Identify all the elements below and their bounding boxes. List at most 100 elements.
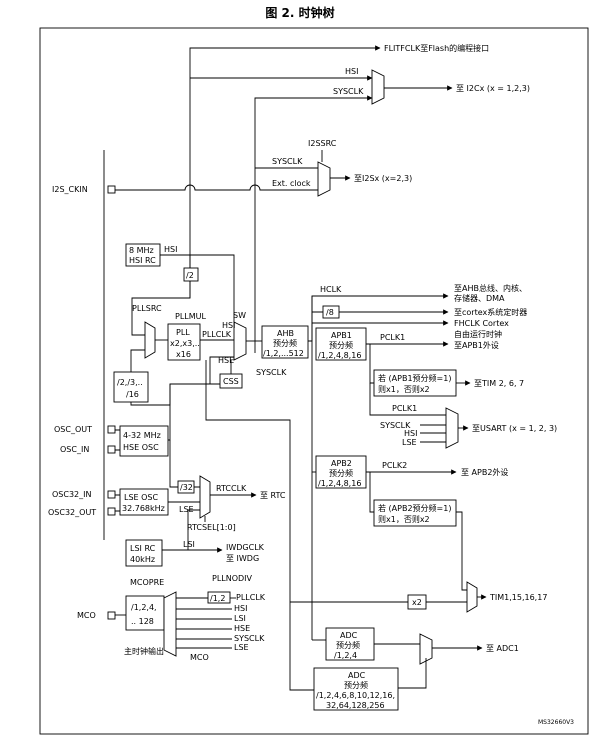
flitfclk-line <box>189 45 381 298</box>
adc2-line1: ADC <box>348 671 366 680</box>
tim-box2-to-mux <box>456 511 467 591</box>
adc2-line4: 32,64,128,256 <box>326 701 385 710</box>
pclk2-to-tim <box>369 472 374 513</box>
apb1-line3: /1,2,4,8,16 <box>318 351 361 360</box>
hsi-sw-label: HSI <box>222 321 235 330</box>
lse-osc-line1: LSE OSC <box>124 493 159 502</box>
rtc-label: 至 RTC <box>260 491 286 500</box>
hclk-label: HCLK <box>320 285 342 294</box>
hse-osc-line1: 4-32 MHz <box>123 431 161 440</box>
ahb-line3: /1,2,...512 <box>263 349 304 358</box>
hsi-to-sw <box>190 254 235 322</box>
ahb-out-line2: 存储器、DMA <box>454 293 505 303</box>
lsi-label: LSI <box>183 540 195 549</box>
pllsrc-mux <box>144 321 156 359</box>
pllnodiv-label: PLLNODIV <box>212 574 253 583</box>
mco-sysclk-label: SYSCLK <box>234 634 265 643</box>
prediv-line2: /16 <box>126 390 139 399</box>
adc2-line3: /1,2,4,6,8,10,12,16, <box>316 691 395 700</box>
osc-in-pin <box>107 445 116 454</box>
usart-mux <box>445 407 459 449</box>
div2-to-pllsrc <box>131 281 191 336</box>
osc32-out-label: OSC32_OUT <box>48 508 96 517</box>
mco-hse-label: HSE <box>234 624 250 633</box>
tim-multiplier-box-2 <box>373 499 457 527</box>
hsirc-line1: 8 MHz <box>129 246 154 255</box>
ahb-out-line1: 至AHB总线、内核、 <box>454 283 527 293</box>
mco-pllclk-label: PLLCLK <box>236 593 266 602</box>
hsirc-line2: HSI RC <box>129 256 156 265</box>
hse-osc-line2: HSE OSC <box>123 443 159 452</box>
diagram-frame <box>39 27 589 735</box>
i2c-label: 至 I2Cx (x = 1,2,3) <box>456 84 530 93</box>
hse-to-prediv <box>130 384 171 406</box>
pllsrc-label: PLLSRC <box>132 304 162 313</box>
sw-mux <box>233 321 247 361</box>
x2-label: x2 <box>412 598 422 607</box>
adc1-line3: /1,2,4 <box>334 651 357 660</box>
i2ssrc-label: I2SSRC <box>308 139 337 148</box>
apb1-line2: 预分频 <box>329 340 353 350</box>
figure-code: MS32660V3 <box>538 719 574 726</box>
iwdgclk-label: IWDGCLK <box>226 543 265 552</box>
adc1-line1: ADC <box>340 631 358 640</box>
sysclk-to-i2c-line <box>254 95 373 353</box>
apb2-line1: APB2 <box>331 459 352 468</box>
sysclk-top-label: SYSCLK <box>333 87 364 96</box>
tim-note1-line2: 则x1，否则x2 <box>378 384 430 394</box>
rtcclk-label: RTCCLK <box>216 484 247 493</box>
sysclk-main-label: SYSCLK <box>256 368 287 377</box>
prediv-line1: /2,/3,.. <box>117 378 143 387</box>
ahb-line2: 预分频 <box>273 338 297 348</box>
ahb-prescaler-box <box>261 325 309 359</box>
i2s-mux <box>317 161 331 197</box>
hsi-top-label: HSI <box>345 67 358 76</box>
mco-mux <box>163 591 177 657</box>
osc32-in-label: OSC32_IN <box>52 490 92 499</box>
mco-pin <box>107 611 116 620</box>
hsi-rc-label: HSI <box>164 245 177 254</box>
mco-pin-label: MCO <box>77 611 96 620</box>
i2s-ckin-line <box>114 184 318 191</box>
osc-in-label: OSC_IN <box>60 445 89 454</box>
lse-osc-line2: 32.768kHz <box>122 504 165 513</box>
ahb-line1: AHB <box>277 329 294 338</box>
adc-mux <box>419 633 433 665</box>
fhclk-label-2: 自由运行时钟 <box>454 329 502 339</box>
pclk2-label: PCLK2 <box>382 461 407 470</box>
pclk1-label: PCLK1 <box>380 333 405 342</box>
mcopre-label: MCOPRE <box>130 578 164 587</box>
lse-osc-box <box>119 488 169 516</box>
hse-osc-box <box>119 425 169 457</box>
extclock-label: Ext. clock <box>272 179 311 188</box>
mco-lse-label: LSE <box>234 643 249 652</box>
usart-label: 至USART (x = 1, 2, 3) <box>472 424 557 433</box>
mcopre-div-line1: /1,2,4, <box>131 603 157 612</box>
lsi-rc-line2: 40kHz <box>130 555 155 564</box>
i2c-mux <box>371 69 385 105</box>
adc1-line2: 预分频 <box>336 640 360 650</box>
prediv-to-pllsrc <box>130 349 145 372</box>
rtc-mux <box>199 475 211 519</box>
tim-note2-line1: 若 (APB2预分频=1) <box>378 503 451 513</box>
mco-hsi-label: HSI <box>234 604 247 613</box>
pclk1-to-tim <box>369 344 374 384</box>
hse-to-sw <box>209 356 234 384</box>
div2-box <box>183 267 199 282</box>
apb1-periph-label: 至APB1外设 <box>454 340 499 350</box>
lse-rtc-label: LSE <box>179 505 194 514</box>
lsi-rc-box <box>125 539 163 567</box>
div2-label: /2 <box>186 271 194 280</box>
pll-line2: x2,x3,.. <box>170 339 200 348</box>
pll-box <box>167 323 201 361</box>
pllmul-label: PLLMUL <box>175 312 206 321</box>
pll-line1: PLL <box>176 328 190 337</box>
apb1-prescaler-box <box>315 327 367 361</box>
iwdg-label: 至 IWDG <box>226 554 259 563</box>
mco-mux-label: MCO <box>190 653 209 662</box>
osc32-in-pin <box>107 490 116 499</box>
sysclk-i2s-label: SYSCLK <box>272 157 303 166</box>
cortex-timer-label: 至cortex系统定时器 <box>454 307 527 317</box>
